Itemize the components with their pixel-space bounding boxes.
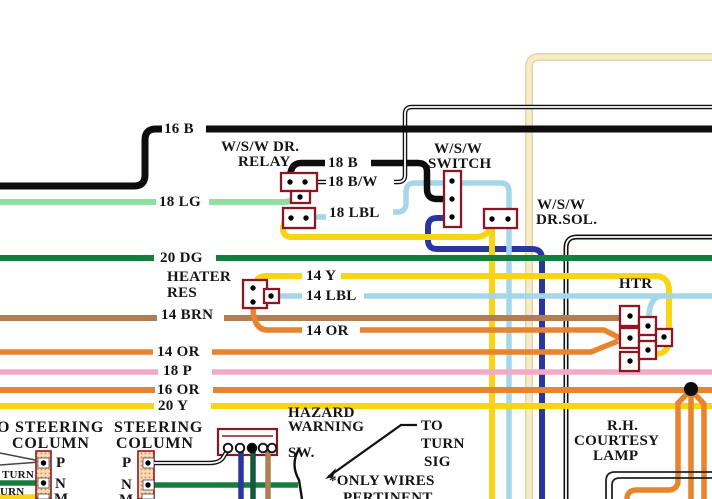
wsw-switch-connector xyxy=(442,169,463,229)
label-wsw-drsol-2: DR.SOL. xyxy=(536,212,598,228)
heater-res-connector xyxy=(241,278,281,310)
courtesy-lamp-branches xyxy=(624,388,707,499)
label-14or: 14 OR xyxy=(157,344,200,360)
switch-lever-arc xyxy=(293,448,304,499)
dark-blue-wire xyxy=(425,215,545,499)
label-18bw: 18 B/W xyxy=(328,174,378,190)
label-turn-1: TURN xyxy=(2,469,34,481)
label-strip2-n: N xyxy=(121,477,133,493)
label-wsw-switch-1: W/S/W xyxy=(434,141,483,157)
label-18p: 18 P xyxy=(163,363,193,379)
label-wsw-dr-relay-2: RELAY xyxy=(238,154,291,170)
label-strip1-p: P xyxy=(56,455,66,471)
label-wsw-drsol-1: W/S/W xyxy=(537,197,586,213)
leader-arrowhead xyxy=(325,468,336,479)
wire-18lg xyxy=(0,193,299,205)
wsw-relay-terminals xyxy=(287,179,308,200)
label-strip2-m: M xyxy=(119,493,133,499)
lbl-connector xyxy=(281,206,317,230)
label-14brn: 14 BRN xyxy=(161,307,214,323)
label-to-turn-sig-2: TURN xyxy=(421,436,465,452)
steering-column-strip-1 xyxy=(35,450,52,499)
label-strip1-m: M xyxy=(54,491,69,499)
label-heater-res-1: HEATER xyxy=(167,269,232,285)
label-hazard-1: HAZARD xyxy=(288,405,355,421)
label-strip2-p: P xyxy=(122,455,132,471)
turn-sig-leader xyxy=(327,423,417,478)
wire-18lbl xyxy=(308,180,512,499)
steering-wires xyxy=(0,452,298,499)
htr-terminals xyxy=(627,313,667,364)
label-heater-res-2: RES xyxy=(167,285,198,301)
label-to-turn-sig-3: SIG xyxy=(424,454,451,470)
tan-wire xyxy=(525,53,712,499)
steering-column-strip-2 xyxy=(137,450,155,499)
label-14y: 14 Y xyxy=(306,268,337,284)
label-steering2-2: COLUMN xyxy=(116,435,194,452)
junction-dot xyxy=(684,382,698,396)
label-hazard-3: SW. xyxy=(288,445,315,461)
label-steering1-1: O STEERING xyxy=(0,419,105,436)
label-wsw-switch-2: SWITCH xyxy=(428,156,492,172)
label-20dg: 20 DG xyxy=(160,250,203,266)
label-turn-2: URN xyxy=(0,486,25,498)
label-rh-courtesy-1: R.H. xyxy=(607,418,639,434)
label-rh-courtesy-3: LAMP xyxy=(593,448,639,464)
wire-14or-res xyxy=(250,305,622,341)
label-18lbl: 18 LBL xyxy=(329,205,380,221)
strip2-p-wire xyxy=(154,449,229,466)
label-htr: HTR xyxy=(619,276,653,292)
label-18b: 18 B xyxy=(328,155,358,171)
wire-14or xyxy=(0,338,620,355)
label-14lbl: 14 LBL xyxy=(306,288,357,304)
hazard-drop-wires xyxy=(238,451,271,499)
heater-res-terminals xyxy=(250,285,274,305)
label-steering2-1: STEERING xyxy=(114,419,204,436)
hazard-terminals xyxy=(222,442,278,454)
label-note-2: PERTINENT xyxy=(343,490,433,499)
label-20y: 20 Y xyxy=(158,398,189,414)
wire-18bw xyxy=(310,104,712,185)
label-to-turn-sig-1: TO xyxy=(421,418,444,434)
label-steering1-2: COLUMN xyxy=(12,435,90,452)
label-rh-courtesy-2: COURTESY xyxy=(574,433,660,449)
label-wsw-dr-relay-1: W/S/W DR. xyxy=(221,139,300,155)
label-16or: 16 OR xyxy=(157,382,200,398)
wire-16b xyxy=(0,125,712,190)
wsw-drsol-connector xyxy=(482,207,519,230)
label-strip1-n: N xyxy=(55,476,67,492)
label-14or-res: 14 OR xyxy=(306,323,349,339)
label-hazard-2: WARNING xyxy=(288,419,365,435)
label-16b: 16 B xyxy=(164,121,194,137)
courtesy-lamp-outline xyxy=(605,471,712,499)
label-18lg: 18 LG xyxy=(159,194,201,210)
outlined-wire-right xyxy=(563,234,712,499)
label-note-1: *ONLY WIRES xyxy=(329,473,435,489)
